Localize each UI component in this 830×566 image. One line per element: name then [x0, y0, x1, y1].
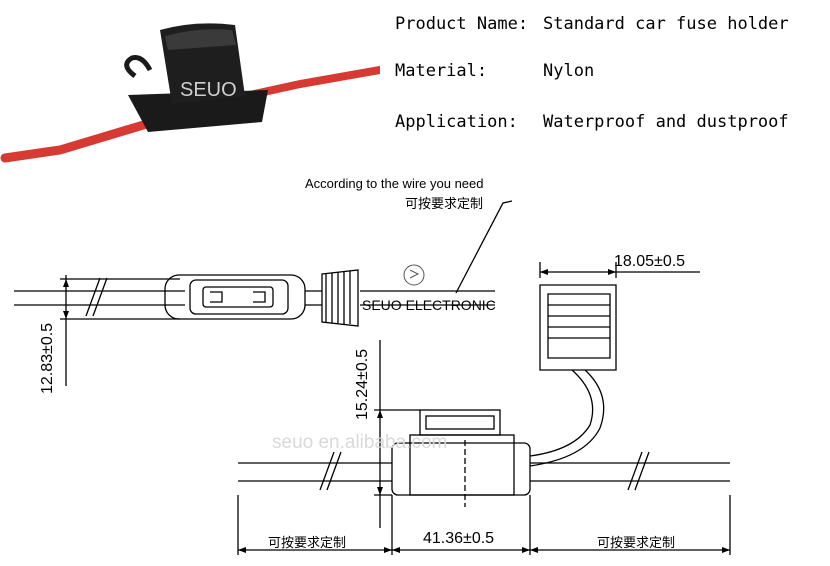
red-wire-left	[0, 118, 155, 163]
dim-cap-width: 18.05±0.5	[614, 253, 685, 270]
note-cn: 可按要求定制	[405, 197, 483, 212]
spec-value: Standard car fuse holder	[543, 14, 789, 34]
top-view-holder	[164, 274, 306, 320]
side-view-cap	[539, 284, 617, 371]
spec-row-application: Application: Waterproof and dustproof	[395, 112, 789, 172]
note-en: According to the wire you need	[305, 176, 484, 191]
red-wire-right	[246, 66, 380, 99]
spec-key: Material:	[395, 61, 488, 81]
dim-height-body: 15.24±0.5	[354, 349, 371, 420]
brand-watermark: SEUO	[180, 79, 237, 101]
logo-icon	[403, 264, 425, 286]
technical-drawing: According to the wire you need 可按要求定制 SE…	[14, 176, 731, 555]
product-photo: SEUO	[0, 23, 380, 163]
fuse-holder-body	[128, 90, 268, 132]
dim-height-side: 12.83±0.5	[39, 323, 56, 394]
spec-key: Product Name:	[395, 14, 529, 34]
spec-row-material: Material: Nylon	[395, 61, 594, 121]
wire-left-cn: 可按要求定制	[268, 536, 346, 551]
spec-value: Waterproof and dustproof	[543, 112, 789, 132]
watermark: seuo en.alibaba.com	[272, 432, 447, 453]
spec-row-product-name: Product Name: Standard car fuse holder	[395, 14, 789, 74]
hinge-loop	[124, 55, 153, 79]
wire-right-cn: 可按要求定制	[597, 536, 675, 551]
logo-text: SEUO ELECTRONIC	[362, 297, 496, 313]
spec-value: Nylon	[543, 61, 595, 81]
spec-key: Application:	[395, 112, 518, 132]
dim-length: 41.36±0.5	[423, 530, 494, 547]
